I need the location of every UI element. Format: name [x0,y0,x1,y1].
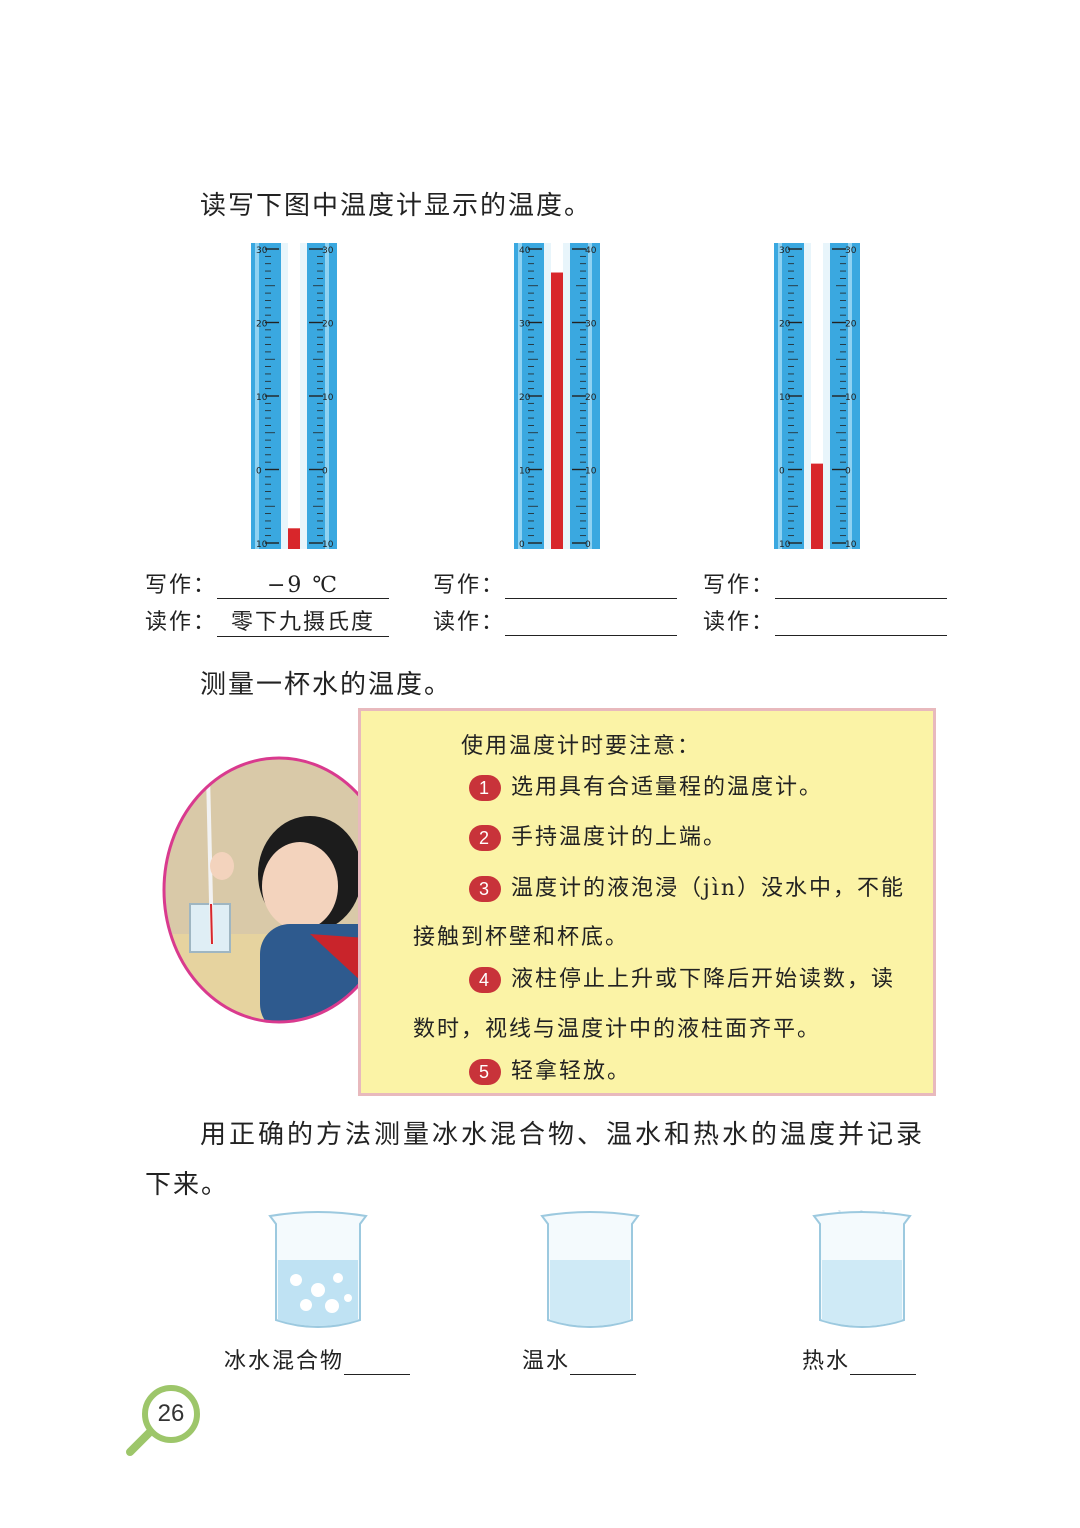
beaker-label-text-1: 冰水混合物 [224,1349,345,1374]
write-label: 写作： [145,573,218,598]
section3-heading-line1: 用正确的方法测量冰水混合物、温水和热水的温度并记录 [200,1120,926,1150]
scale-label: 30 [256,246,268,256]
page-number: 26 [142,1385,200,1443]
beaker-warm-water [540,1211,640,1328]
scale-label: 10 [845,540,857,549]
read-answer-1[interactable]: 零下九摄氏度 [217,604,390,637]
beaker-label-3: 热水 [802,1343,917,1375]
write-label: 写作： [703,573,776,598]
scale-label: 20 [256,320,268,330]
scale-label: 20 [519,393,531,403]
scale-label: 30 [585,320,597,330]
scale-label: 20 [779,320,791,330]
scale-label: 0 [256,467,262,477]
thermometer-3: 30 30 20 20 10 10 0 0 10 10 [774,243,860,549]
scale-label: 20 [585,393,597,403]
thermometer-2: 40 40 30 30 20 20 10 10 0 0 [514,243,600,549]
scale-label: 10 [585,467,597,477]
write-label: 写作： [433,573,506,598]
scale-label: 40 [519,246,531,256]
scale-label: 10 [779,393,791,403]
magnifier-handle-icon [126,1428,154,1456]
beaker-hot-water [812,1210,912,1328]
answer-3-write: 写作： [703,567,948,599]
scale-label: 10 [845,393,857,403]
liquid-column [551,272,563,549]
write-answer-2[interactable] [505,572,678,599]
scale-label: 0 [779,467,785,477]
beaker-ice-water [268,1211,368,1328]
answer-1-read: 读作：零下九摄氏度 [145,604,390,637]
section2-heading: 测量一杯水的温度。 [200,670,453,700]
scale-label: 0 [322,467,328,477]
liquid-column [811,463,823,549]
notes-title: 使用温度计时要注意： [461,734,702,759]
scale-label: 10 [779,540,791,549]
tip-text-2: 手持温度计的上端。 [511,825,728,850]
tip-number-4: 4 [469,967,501,993]
notes-box: 使用温度计时要注意： 1 选用具有合适量程的温度计。 2 手持温度计的上端。 3 温度… [358,708,936,1096]
scale-label: 30 [845,246,857,256]
tip-text-3: 温度计的液泡浸（jìn）没水中，不能 [511,876,906,901]
tip-4: 4 液柱停止上升或下降后开始读数，读 [469,961,895,993]
scale-label: 30 [322,246,334,256]
tip-4-continued: 数时，视线与温度计中的液柱面齐平。 [413,1017,822,1042]
tip-text-5: 轻拿轻放。 [511,1059,632,1084]
tip-text-4: 液柱停止上升或下降后开始读数，读 [511,967,896,992]
liquid-column [288,528,300,549]
warm-water-answer[interactable] [570,1352,637,1375]
beaker-label-1: 冰水混合物 [224,1343,411,1375]
read-answer-3[interactable] [775,609,948,636]
answer-3-read: 读作： [703,604,948,636]
read-label: 读作： [433,610,506,635]
tip-text-1: 选用具有合适量程的温度计。 [511,775,824,800]
tip-number-1: 1 [469,775,501,801]
section1-heading: 读写下图中温度计显示的温度。 [200,191,593,221]
tip-number-2: 2 [469,825,501,851]
tip-number-3: 3 [469,876,501,902]
beaker-label-2: 温水 [522,1343,637,1375]
scale-label: 20 [845,320,857,330]
beaker-label-text-2: 温水 [522,1349,571,1374]
scale-label: 0 [519,540,525,549]
scale-label: 20 [322,320,334,330]
scale-label: 30 [779,246,791,256]
hot-water-answer[interactable] [850,1352,917,1375]
tip-5: 5 轻拿轻放。 [469,1053,631,1085]
scale-label: 10 [519,467,531,477]
scale-label: 10 [322,393,334,403]
scale-label: 10 [256,393,268,403]
tip-1: 1 选用具有合适量程的温度计。 [469,769,823,801]
write-answer-1[interactable]: −9 ℃ [217,573,390,599]
scale-label: 10 [322,540,334,549]
tip-3: 3 温度计的液泡浸（jìn）没水中，不能 [469,870,905,902]
scale-label: 30 [519,320,531,330]
ice-water-answer[interactable] [344,1352,411,1375]
scale-label: 40 [585,246,597,256]
read-answer-2[interactable] [505,609,678,636]
thermometer-1: 30 30 20 20 10 10 0 0 10 10 [251,243,337,549]
answer-1-write: 写作：−9 ℃ [145,567,390,599]
answer-2-write: 写作： [433,567,678,599]
beaker-label-text-3: 热水 [802,1349,851,1374]
scale-label: 0 [585,540,591,549]
scale-label: 0 [845,467,851,477]
read-label: 读作： [703,610,776,635]
read-label: 读作： [145,610,218,635]
scale-label: 10 [256,540,268,549]
tip-2: 2 手持温度计的上端。 [469,819,727,851]
section3-heading-line2: 下来。 [145,1170,230,1200]
tip-3-continued: 接触到杯壁和杯底。 [413,925,630,950]
answer-2-read: 读作： [433,604,678,636]
tip-number-5: 5 [469,1059,501,1085]
write-answer-3[interactable] [775,572,948,599]
